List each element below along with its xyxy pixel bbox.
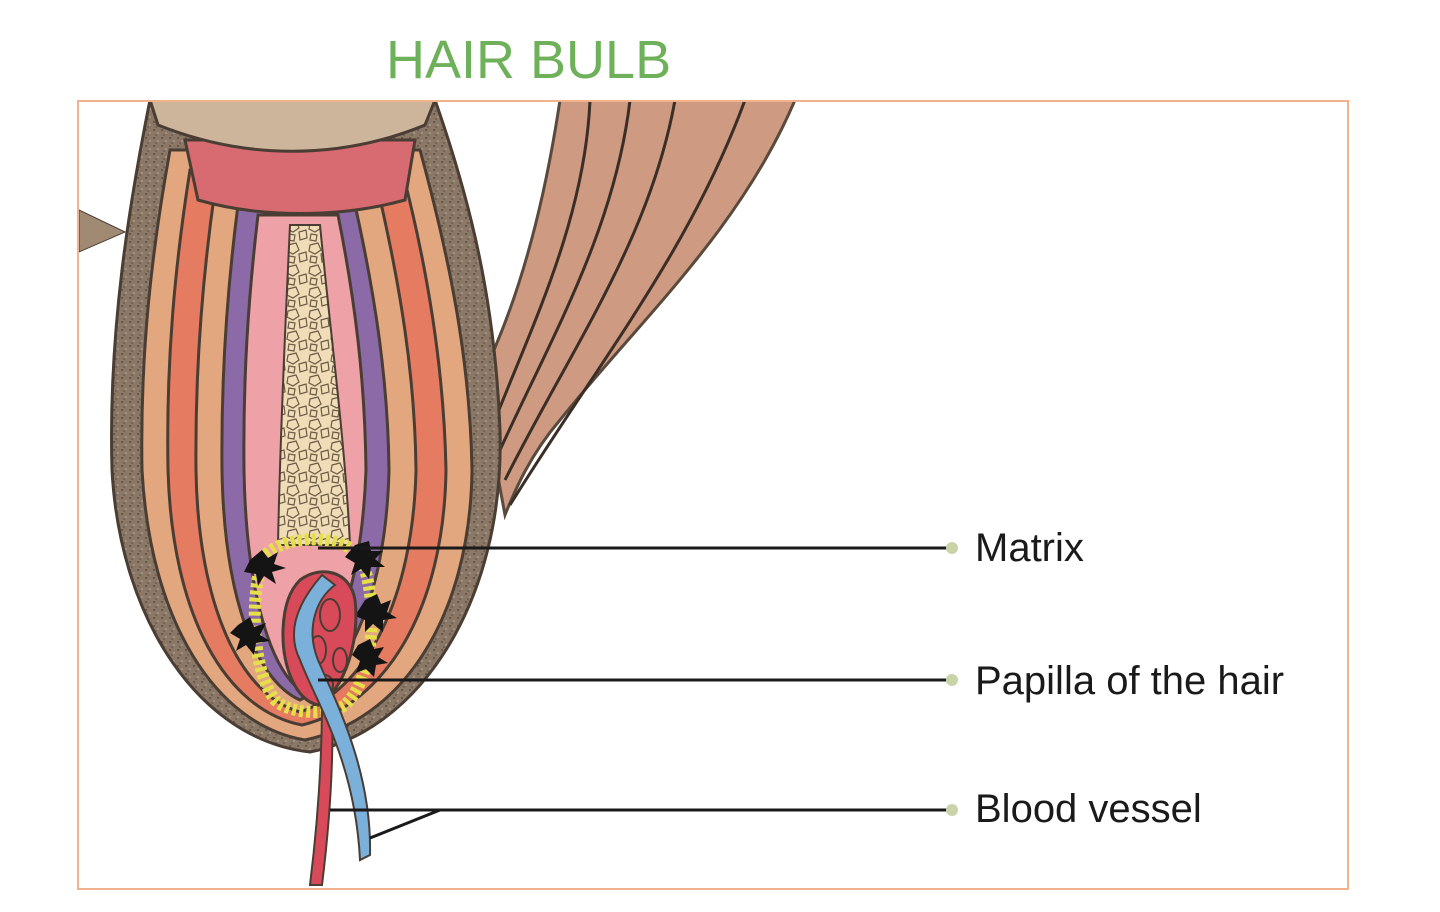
label-papilla: Papilla of the hair	[975, 658, 1284, 704]
diagram-title: HAIR BULB	[386, 28, 671, 92]
label-matrix: Matrix	[975, 525, 1084, 571]
label-blood-vessel: Blood vessel	[975, 786, 1202, 832]
